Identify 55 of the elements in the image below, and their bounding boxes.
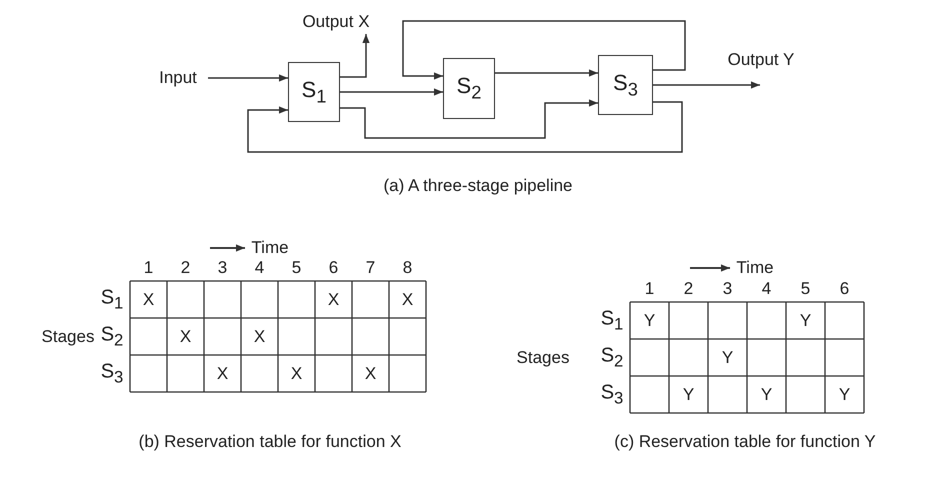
reservation-mark: X	[254, 326, 266, 346]
row-group-label: Stages	[516, 348, 570, 368]
caption: (a) A three-stage pipeline	[384, 176, 572, 196]
reservation-mark: Y	[838, 384, 850, 404]
column-number: 6	[328, 258, 338, 278]
stage-box: S$_{3}$	[598, 55, 653, 115]
signal-label: Input	[148, 66, 208, 90]
reservation-mark: X	[290, 364, 302, 384]
stage-label: S$_{3}$	[600, 381, 624, 408]
arrow	[340, 34, 370, 78]
reservation-mark: Y	[800, 310, 812, 330]
arrow	[340, 99, 598, 139]
stage-label: S$_{1}$	[100, 286, 124, 313]
column-number: 5	[292, 258, 302, 278]
caption: (c) Reservation table for function Y	[614, 432, 876, 452]
row-group-label: Stages	[42, 326, 94, 346]
reservation-mark: Y	[722, 348, 734, 368]
stage-box: S$_{2}$	[443, 58, 495, 119]
axis-label: Time	[251, 238, 289, 258]
arrow	[340, 88, 443, 96]
column-number: 7	[366, 258, 376, 278]
caption: (b) Reservation table for function X	[138, 432, 402, 452]
stage-label: S$_{2}$	[600, 344, 624, 371]
column-number: 5	[800, 279, 810, 299]
reservation-mark: X	[142, 290, 154, 310]
column-number: 3	[218, 258, 228, 278]
reservation-mark: X	[328, 290, 340, 310]
reservation-mark: Y	[644, 310, 656, 330]
column-number: 3	[722, 279, 732, 299]
signal-label: Output X	[296, 10, 376, 34]
column-number: 1	[644, 279, 654, 299]
reservation-mark: X	[216, 364, 228, 384]
stage-label: S$_{1}$	[600, 307, 624, 334]
column-number: 1	[144, 258, 154, 278]
reservation-mark: X	[364, 364, 376, 384]
reservation-mark: X	[402, 290, 414, 310]
reservation-mark: Y	[682, 384, 694, 404]
stage-box: S$_{1}$	[288, 62, 340, 122]
arrow	[247, 101, 683, 153]
column-number: 8	[402, 258, 412, 278]
reservation-mark: Y	[760, 384, 772, 404]
reservation-mark: X	[180, 326, 192, 346]
stage-label: S$_{2}$	[100, 323, 124, 350]
signal-label: Output Y	[712, 50, 810, 85]
column-number: 4	[762, 279, 772, 299]
axis-label: Time	[736, 258, 774, 278]
arrow	[653, 81, 760, 89]
stage-label: S$_{3}$	[100, 360, 124, 387]
column-number: 6	[840, 279, 850, 299]
arrow	[402, 20, 686, 80]
column-number: 2	[180, 258, 190, 278]
column-number: 2	[684, 279, 694, 299]
arrow	[495, 69, 598, 77]
column-number: 4	[254, 258, 264, 278]
arrow	[208, 74, 288, 82]
